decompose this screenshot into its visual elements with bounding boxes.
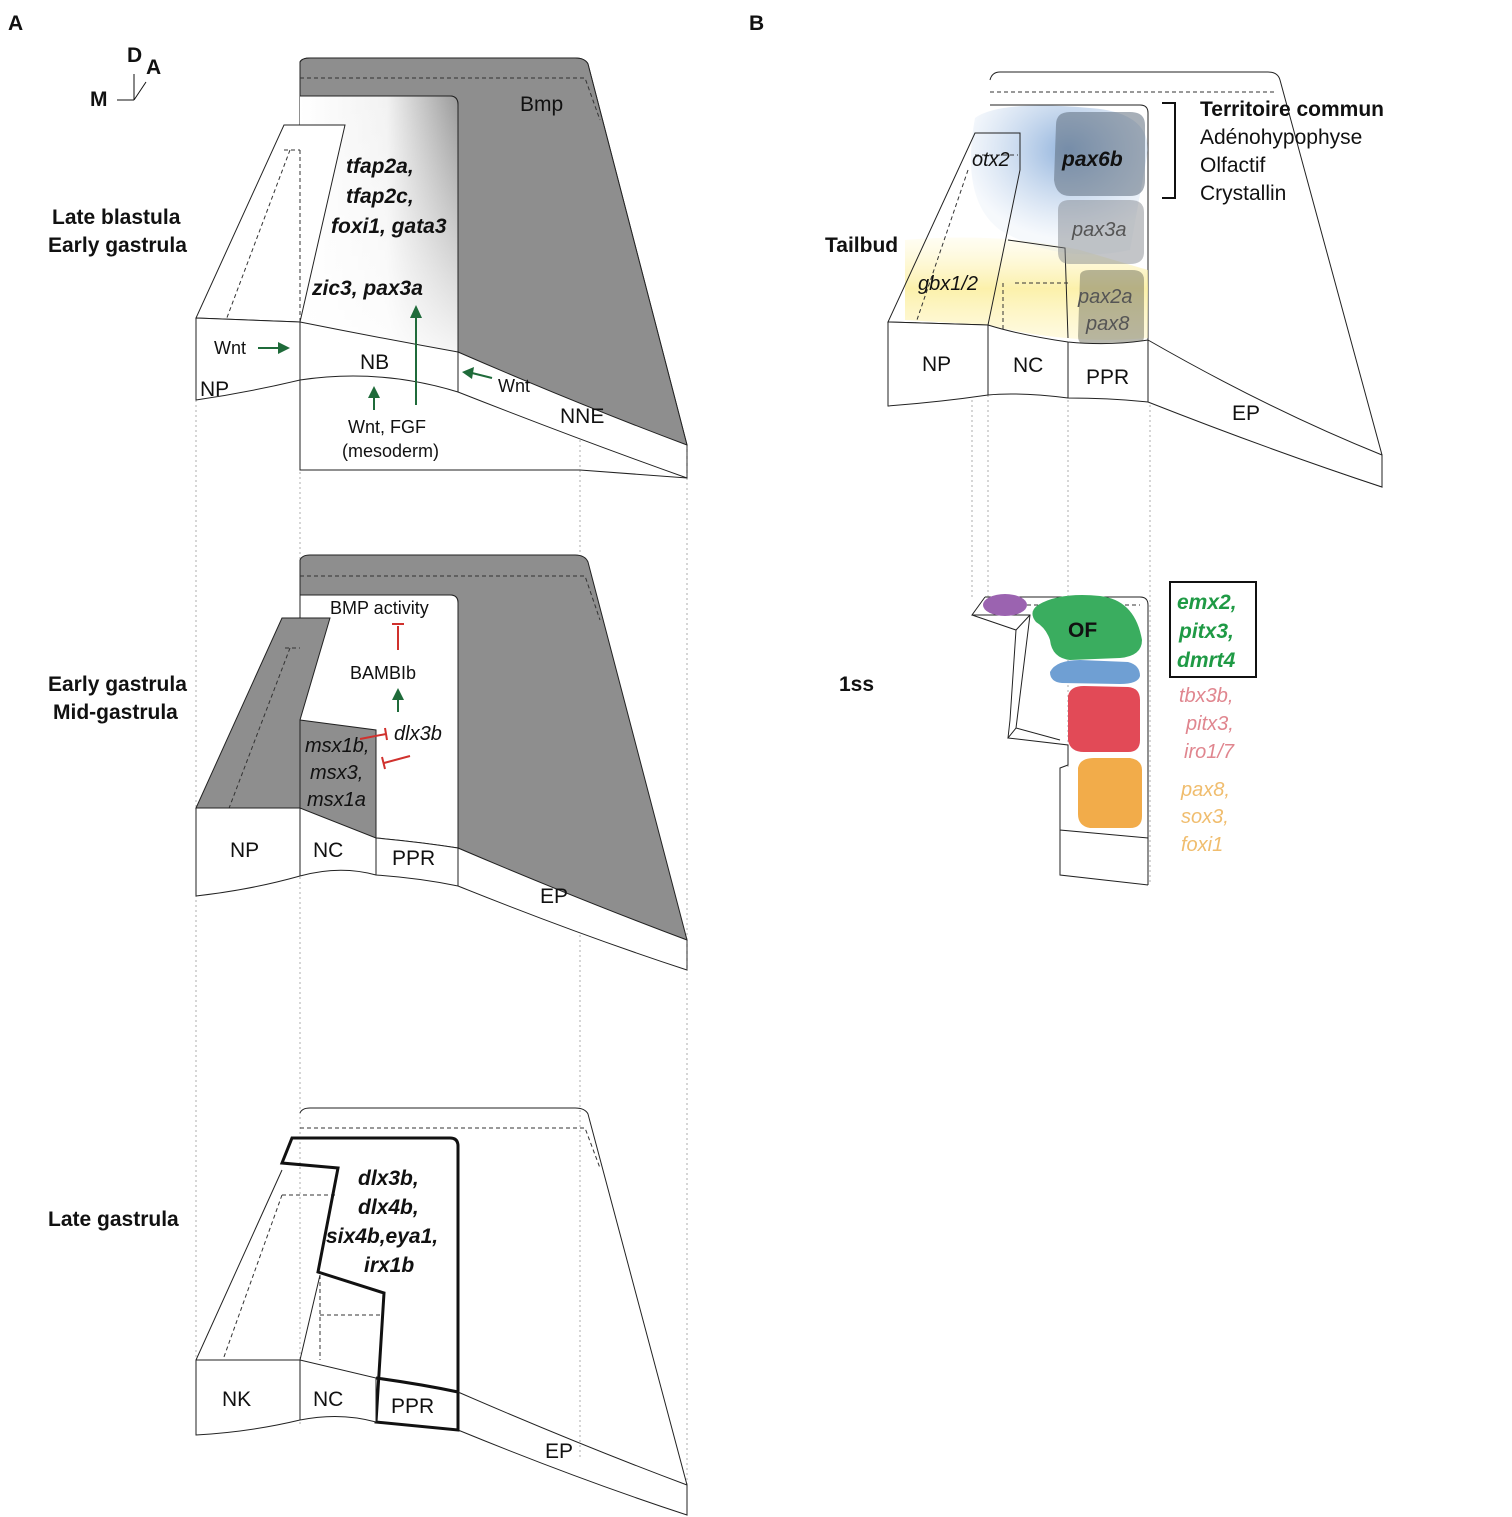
stage2-region-ppr: PPR — [392, 847, 435, 870]
stage3-gene-3: six4b,eya1, — [326, 1225, 438, 1248]
tailbud-title: Tailbud — [825, 234, 898, 257]
bmp-activity-label: BMP activity — [330, 598, 429, 618]
of-blob — [1032, 595, 1142, 660]
gene-otx2: otx2 — [972, 149, 1010, 171]
red-blob — [1068, 686, 1140, 752]
green-gene-3: dmrt4 — [1177, 649, 1236, 672]
orange-gene-3: foxi1 — [1181, 834, 1223, 856]
gene-pax8: pax8 — [1085, 313, 1129, 335]
stage1-signal-arrows — [258, 305, 493, 410]
stage1-title-2: Early gastrula — [48, 234, 187, 257]
signal-label-2: (mesoderm) — [342, 441, 439, 461]
stage2-block — [195, 554, 688, 971]
tailbud-region-np: NP — [922, 353, 951, 376]
axis-d-label: D — [127, 44, 142, 67]
signal-label-1: Wnt, FGF — [348, 417, 426, 437]
bmp-label: Bmp — [520, 93, 563, 116]
territory-title: Territoire commun — [1200, 98, 1384, 121]
pink-gene-2: pitx3, — [1185, 713, 1234, 735]
stage2-regulation-arrows — [359, 623, 411, 770]
axis-indicator: D A M — [90, 44, 161, 111]
wnt-left-label: Wnt — [214, 338, 246, 358]
msx-gene-1: msx1b, — [305, 735, 369, 757]
msx-gene-3: msx1a — [307, 789, 366, 811]
tailbud-guides — [971, 390, 1151, 885]
gene-gbx: gbx1/2 — [918, 273, 978, 295]
stage1-gene-3: foxi1, gata3 — [331, 215, 447, 238]
panel-label-b: B — [749, 12, 764, 35]
territory-bracket — [1162, 102, 1176, 199]
msx-gene-2: msx3, — [310, 762, 363, 784]
bambi-label: BAMBIb — [350, 663, 416, 683]
ss-title: 1ss — [839, 673, 874, 696]
panel-label-a: A — [8, 12, 23, 35]
orange-blob — [1078, 758, 1142, 828]
stage1-region-np: NP — [200, 378, 229, 401]
territory-item-1: Adénohypophyse — [1200, 126, 1362, 149]
gene-pax6b: pax6b — [1061, 148, 1123, 171]
tailbud-region-ep: EP — [1232, 402, 1260, 425]
territory-item-3: Crystallin — [1200, 182, 1286, 205]
gene-pax3a: pax3a — [1071, 219, 1127, 241]
stage3-region-ppr: PPR — [391, 1395, 434, 1418]
tailbud-block — [887, 71, 1383, 488]
dlx3b-label: dlx3b — [394, 723, 442, 745]
wnt-right-label: Wnt — [498, 376, 530, 396]
tailbud-region-ppr: PPR — [1086, 366, 1129, 389]
of-label: OF — [1068, 619, 1097, 642]
stage3-gene-1: dlx3b, — [358, 1167, 419, 1190]
purple-blob — [983, 594, 1027, 616]
stage2-title-1: Early gastrula — [48, 673, 187, 696]
pink-gene-3: iro1/7 — [1184, 741, 1235, 763]
stage3-region-ep: EP — [545, 1440, 573, 1463]
green-gene-box — [1169, 581, 1257, 678]
green-gene-1: emx2, — [1177, 591, 1237, 614]
stage2-region-nc: NC — [313, 839, 343, 862]
stage1-region-nne: NNE — [560, 405, 604, 428]
stage3-gene-4: irx1b — [364, 1254, 414, 1277]
stage1-gene-4: zic3, pax3a — [311, 277, 423, 300]
axis-m-label: M — [90, 88, 108, 111]
stage2-region-ep: EP — [540, 885, 568, 908]
stage1-block — [195, 57, 688, 479]
stage1-title-1: Late blastula — [52, 206, 181, 229]
axis-a-label: A — [146, 56, 161, 79]
stage2-title-2: Mid-gastrula — [53, 701, 178, 724]
stage3-gene-2: dlx4b, — [358, 1196, 419, 1219]
orange-gene-1: pax8, — [1180, 779, 1230, 801]
green-gene-2: pitx3, — [1178, 620, 1234, 643]
stage3-title: Late gastrula — [48, 1208, 179, 1231]
stage3-block — [195, 1107, 688, 1516]
tailbud-region-nc: NC — [1013, 354, 1043, 377]
stage1-gene-1: tfap2a, — [346, 155, 414, 178]
territory-item-2: Olfactif — [1200, 154, 1266, 177]
stage3-region-nk: NK — [222, 1388, 251, 1411]
stage2-region-np: NP — [230, 839, 259, 862]
blue-blob — [1050, 660, 1140, 684]
pink-gene-1: tbx3b, — [1179, 685, 1233, 707]
ss-block — [971, 594, 1149, 886]
orange-gene-2: sox3, — [1181, 806, 1229, 828]
stage1-gene-2: tfap2c, — [346, 185, 414, 208]
gene-pax2a: pax2a — [1077, 286, 1133, 308]
stage3-region-nc: NC — [313, 1388, 343, 1411]
stage-guides-a — [195, 382, 688, 1515]
stage1-region-nb: NB — [360, 351, 389, 374]
